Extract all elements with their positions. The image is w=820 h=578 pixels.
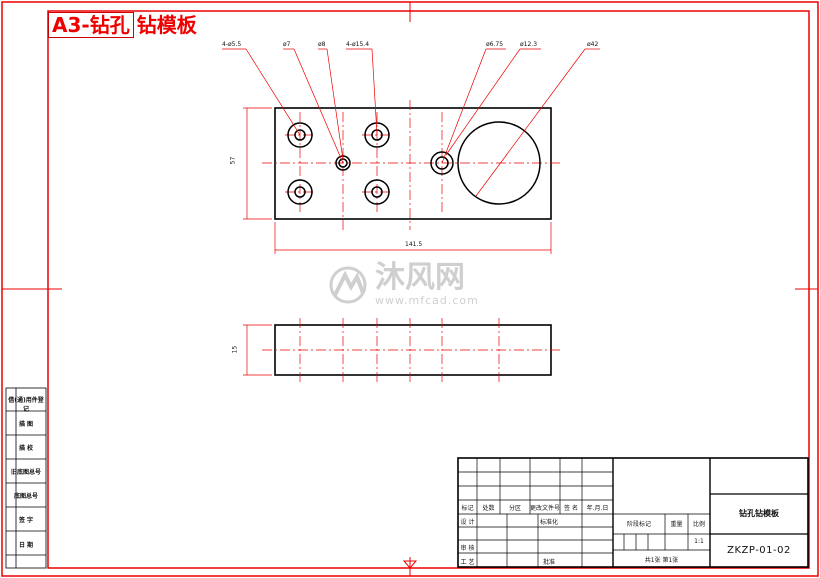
drawing-code: A3-钻孔 <box>48 12 134 38</box>
tb-part-name: 钻孔钻模板 <box>739 509 779 518</box>
dim-holes-b: 4-ø15.4 <box>346 41 370 48</box>
center-lines <box>262 100 562 230</box>
tb-approve: 批准 <box>542 559 555 566</box>
through-hole-br <box>371 186 383 198</box>
hole-d42 <box>457 121 541 205</box>
side-label-trace: 描 图 <box>18 421 34 428</box>
side-dimension <box>243 324 272 376</box>
drawing-name: 钻模板 <box>136 13 197 37</box>
dim-length: 141.5 <box>405 241 423 248</box>
hole-d12-3 <box>430 151 454 175</box>
leader-lines <box>222 48 600 197</box>
counterbore-hole-br <box>364 179 390 205</box>
tb-design: 设 计 <box>460 519 475 526</box>
tb-sheets: 共1张 第1张 <box>644 557 679 564</box>
dim-d42: ø42 <box>587 41 599 48</box>
tb-header-zone: 分区 <box>508 505 521 512</box>
side-label-date: 日 期 <box>18 542 34 549</box>
dim-d12-3: ø12.3 <box>520 41 538 48</box>
through-hole-tl <box>294 129 306 141</box>
plate-outline <box>274 107 552 220</box>
side-label-check: 描 校 <box>18 445 34 452</box>
dimension-lines <box>243 107 552 254</box>
through-hole-bl <box>294 186 306 198</box>
tb-header-date: 年.月.日 <box>586 505 609 512</box>
counterbore-hole-bl <box>287 179 313 205</box>
counterbore-hole-tl <box>287 122 313 148</box>
counterbore-hole-tr <box>364 122 390 148</box>
side-view <box>243 318 562 382</box>
dim-d7: ø7 <box>283 41 291 48</box>
tb-process: 工 艺 <box>460 559 475 566</box>
tb-header-change: 更改文件号 <box>530 505 561 512</box>
tb-drawing-no: ZKZP-01-02 <box>727 545 791 556</box>
watermark-url: www.mfcad.com <box>375 294 479 307</box>
dim-d6-75: ø6.75 <box>486 41 504 48</box>
dim-thickness: 15 <box>231 345 239 354</box>
side-label-base-no: 底图总号 <box>13 493 38 500</box>
tb-header-mark: 标记 <box>461 505 474 512</box>
tb-header-sign: 签 名 <box>564 505 578 512</box>
dim-d8: ø8 <box>318 41 326 48</box>
tb-scale-label: 比例 <box>692 521 705 528</box>
hole-d8 <box>335 155 351 171</box>
dim-holes-a: 4-ø5.5 <box>222 41 242 48</box>
watermark-cn: 沐风网 <box>375 260 465 295</box>
front-view <box>222 48 600 254</box>
title-block <box>457 457 809 568</box>
dim-height: 57 <box>229 156 237 165</box>
side-center-lines <box>262 318 562 382</box>
watermark-logo-icon <box>329 266 367 303</box>
drawing-title: A3-钻孔 钻模板 <box>48 12 197 38</box>
tb-scale-value: 1:1 <box>694 538 704 545</box>
tb-stage: 阶段标记 <box>626 521 651 528</box>
watermark: 沐风网 www.mfcad.com <box>325 262 479 307</box>
side-label-register: 借(通)用件登记 <box>8 397 44 413</box>
tb-review: 审 核 <box>460 545 475 552</box>
tb-standard: 标准化 <box>539 519 558 526</box>
side-table <box>5 387 47 569</box>
tb-weight: 重量 <box>670 521 683 528</box>
side-label-old-no: 旧底图总号 <box>10 469 41 476</box>
holes <box>287 121 541 205</box>
side-label-sign: 签 字 <box>18 517 34 524</box>
tb-header-count: 处数 <box>482 505 495 512</box>
hole-d6-75 <box>435 156 449 170</box>
